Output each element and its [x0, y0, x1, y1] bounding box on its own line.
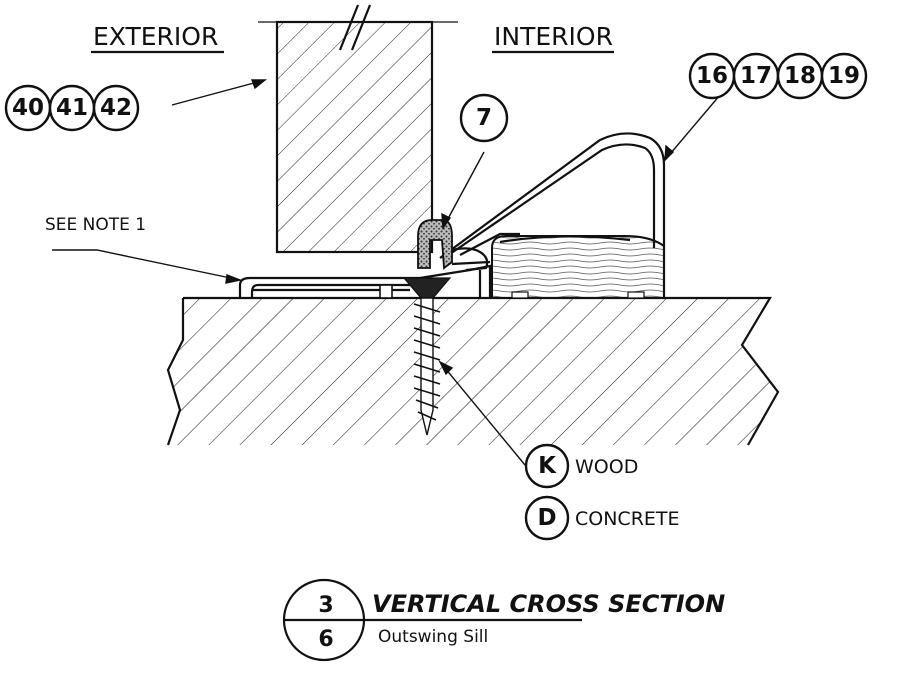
callout-d: D — [537, 505, 556, 531]
threshold-cap — [491, 235, 665, 299]
section-subtitle: Outswing Sill — [378, 627, 488, 647]
callout-fastener-wood: K WOOD — [524, 443, 638, 489]
substrate — [166, 296, 780, 446]
callout-door: 40 41 42 — [4, 84, 140, 132]
callout-k: K — [538, 453, 557, 479]
callout-42: 42 — [100, 95, 132, 121]
sheet-number: 6 — [318, 627, 333, 652]
callout-fastener-concrete: D CONCRETE — [524, 495, 680, 541]
interior-header: INTERIOR — [492, 22, 614, 54]
callout-16: 16 — [696, 63, 728, 89]
callout-40: 40 — [12, 95, 44, 121]
wood-label: WOOD — [575, 456, 638, 478]
exterior-header: EXTERIOR — [91, 22, 224, 54]
section-title: VERTICAL CROSS SECTION — [372, 590, 725, 618]
interior-label: INTERIOR — [494, 22, 613, 51]
callout-19: 19 — [828, 63, 860, 89]
exterior-label: EXTERIOR — [93, 22, 218, 51]
sill-extrusion — [238, 264, 492, 299]
callout-17: 17 — [740, 63, 772, 89]
sill-cover — [439, 132, 666, 298]
detail-number: 3 — [318, 593, 333, 618]
leader-lines — [52, 79, 721, 466]
anchor-screw — [402, 277, 452, 436]
callout-7: 7 — [476, 105, 492, 131]
screw-threads — [413, 303, 441, 421]
section-title-block: 3 6 VERTICAL CROSS SECTION Outswing Sill — [282, 578, 725, 662]
callout-18: 18 — [784, 63, 816, 89]
concrete-label: CONCRETE — [575, 508, 680, 530]
see-note-label: SEE NOTE 1 — [45, 215, 146, 235]
callout-sill: 16 17 18 19 — [688, 52, 868, 100]
callout-sweep: 7 — [459, 93, 509, 143]
door-slab — [258, 4, 458, 254]
callout-41: 41 — [56, 95, 88, 121]
